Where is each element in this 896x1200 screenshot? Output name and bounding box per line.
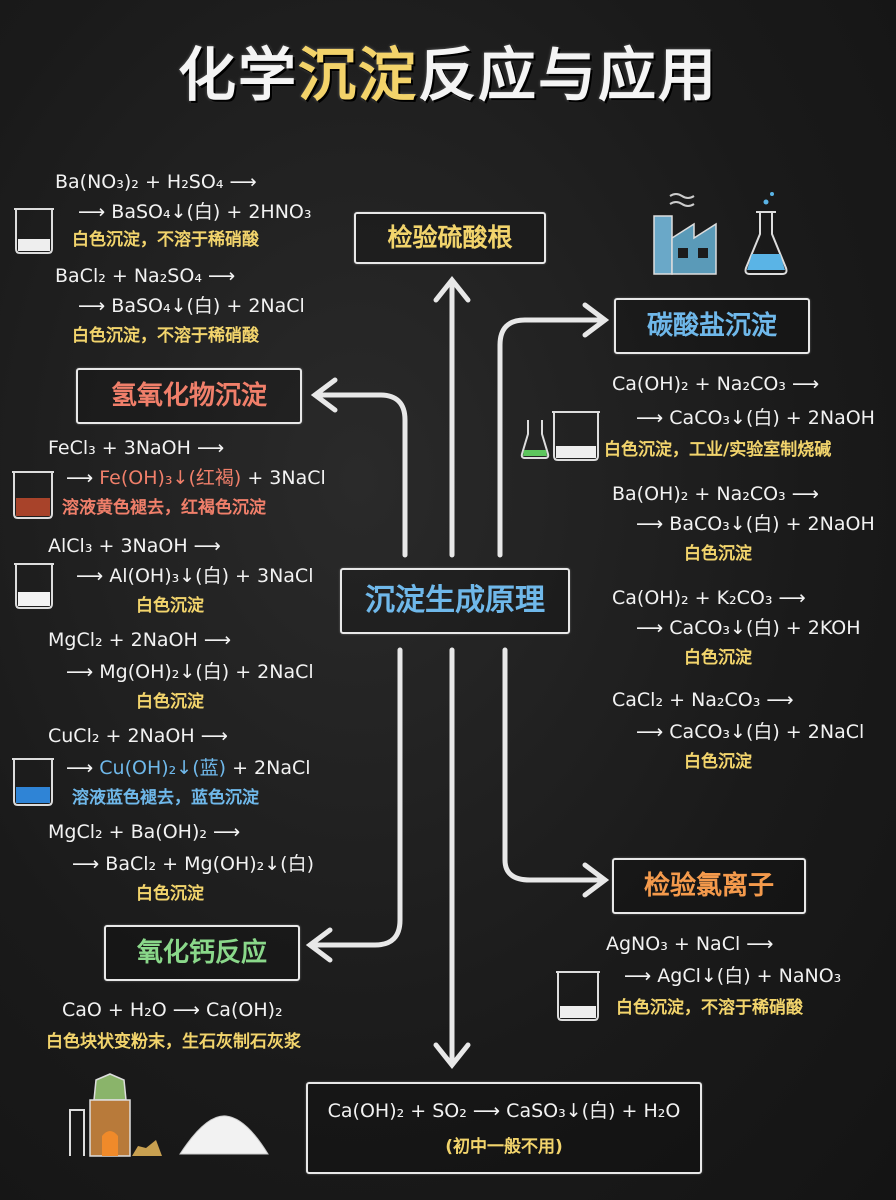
sulfate-eq2-line2: ⟶ BaSO₄↓(白) + 2NaCl bbox=[78, 295, 305, 317]
sulfate-eq1-note: 白色沉淀，不溶于稀硝酸 bbox=[72, 230, 259, 250]
title-part2: 反应与应用 bbox=[418, 41, 719, 109]
precipitation-principle-box: 沉淀生成原理 bbox=[340, 568, 570, 634]
mg-eq-line2: ⟶ Mg(OH)₂↓(白) + 2NaCl bbox=[66, 661, 314, 683]
cao-note: 白色块状变粉末，生石灰制石灰浆 bbox=[46, 1032, 301, 1052]
al-note: 白色沉淀 bbox=[136, 596, 204, 616]
beaker-icon bbox=[12, 758, 54, 806]
carbonate-eq3-line1: Ca(OH)₂ + K₂CO₃ ⟶ bbox=[612, 587, 806, 609]
chloride-test-box: 检验氯离子 bbox=[612, 858, 806, 914]
factory-icon bbox=[653, 192, 788, 275]
kiln-icon bbox=[69, 1073, 162, 1157]
arrow-to-carbonate bbox=[497, 317, 603, 558]
arrow-to-chloride bbox=[502, 647, 603, 883]
title-highlight: 沉淀 bbox=[297, 41, 418, 109]
arrow-to-cao bbox=[312, 647, 403, 948]
beaker-icon bbox=[14, 563, 54, 609]
carbonate-eq4-line1: CaCl₂ + Na₂CO₃ ⟶ bbox=[612, 689, 794, 711]
sulfite-note: (初中一般不用) bbox=[445, 1137, 563, 1157]
chloride-product: ⟶ AgCl↓(白) + NaNO₃ bbox=[624, 965, 842, 987]
arrow-to-hydroxide bbox=[317, 392, 408, 558]
mgba-note: 白色沉淀 bbox=[136, 884, 204, 904]
cu-byproduct: + 2NaCl bbox=[226, 757, 311, 779]
mgba-eq-line2: ⟶ BaCl₂ + Mg(OH)₂↓(白) bbox=[72, 853, 314, 875]
carbonate-eq3-note: 白色沉淀 bbox=[684, 648, 752, 668]
sulfate-eq1-line1: Ba(NO₃)₂ + H₂SO₄ ⟶ bbox=[55, 171, 257, 193]
chloride-eq-line2: ⟶ AgCl↓(白) + NaNO₃ bbox=[624, 962, 841, 990]
cu-product: Cu(OH)₂↓(蓝) bbox=[99, 757, 227, 779]
fe-product: Fe(OH)₃↓(红褐) bbox=[99, 467, 242, 489]
sulfite-reaction-box: Ca(OH)₂ + SO₂ ⟶ CaSO₃↓(白) + H₂O (初中一般不用) bbox=[306, 1082, 702, 1174]
flask-icon bbox=[520, 411, 600, 461]
carbonate-eq2-line2: ⟶ BaCO₃↓(白) + 2NaOH bbox=[636, 513, 875, 535]
mg-note: 白色沉淀 bbox=[136, 692, 204, 712]
mgba-eq-line1: MgCl₂ + Ba(OH)₂ ⟶ bbox=[48, 821, 241, 843]
carbonate-eq2-line1: Ba(OH)₂ + Na₂CO₃ ⟶ bbox=[612, 483, 819, 505]
chloride-note: 白色沉淀，不溶于稀硝酸 bbox=[616, 998, 803, 1018]
page-title: 化学沉淀反应与应用 bbox=[0, 28, 896, 112]
title-part1: 化学 bbox=[177, 41, 298, 109]
al-eq-line2: ⟶ Al(OH)₃↓(白) + 3NaCl bbox=[76, 565, 314, 587]
chloride-eq-line1: AgNO₃ + NaCl ⟶ bbox=[606, 933, 774, 955]
sulfate-eq2-note: 白色沉淀，不溶于稀硝酸 bbox=[72, 326, 259, 346]
carbonate-precipitate-box: 碳酸盐沉淀 bbox=[614, 298, 810, 354]
al-eq-line1: AlCl₃ + 3NaOH ⟶ bbox=[48, 535, 221, 557]
fe-note: 溶液黄色褪去，红褐色沉淀 bbox=[62, 498, 266, 518]
fe-eq-line2: ⟶ Fe(OH)₃↓(红褐) + 3NaCl bbox=[66, 464, 326, 492]
powder-pile-icon bbox=[179, 1115, 269, 1155]
carbonate-eq2-note: 白色沉淀 bbox=[684, 544, 752, 564]
fe-byproduct: + 3NaCl bbox=[241, 467, 326, 489]
beaker-icon bbox=[556, 971, 600, 1021]
carbonate-eq1-note: 白色沉淀，工业/实验室制烧碱 bbox=[604, 440, 832, 460]
calcium-oxide-box: 氧化钙反应 bbox=[104, 925, 300, 981]
carbonate-eq4-line2: ⟶ CaCO₃↓(白) + 2NaCl bbox=[636, 721, 865, 743]
arrowhead-sulfate bbox=[433, 275, 471, 303]
beaker-icon bbox=[14, 208, 54, 254]
fe-eq-line1: FeCl₃ + 3NaOH ⟶ bbox=[48, 437, 225, 459]
sulfite-eq: Ca(OH)₂ + SO₂ ⟶ CaSO₃↓(白) + H₂O bbox=[327, 1100, 681, 1122]
hydroxide-precipitate-box: 氢氧化物沉淀 bbox=[76, 368, 302, 424]
cu-arrow: ⟶ bbox=[66, 757, 100, 779]
fe-arrow: ⟶ bbox=[66, 467, 100, 489]
beaker-icon bbox=[12, 471, 54, 519]
carbonate-eq4-note: 白色沉淀 bbox=[684, 752, 752, 772]
carbonate-eq1-line2: ⟶ CaCO₃↓(白) + 2NaOH bbox=[636, 407, 875, 429]
cu-eq-line1: CuCl₂ + 2NaOH ⟶ bbox=[48, 725, 228, 747]
carbonate-eq1-line1: Ca(OH)₂ + Na₂CO₃ ⟶ bbox=[612, 373, 820, 395]
cu-eq-line2: ⟶ Cu(OH)₂↓(蓝) + 2NaCl bbox=[66, 754, 311, 782]
mg-eq-line1: MgCl₂ + 2NaOH ⟶ bbox=[48, 629, 232, 651]
cao-eq-line1: CaO + H₂O ⟶ Ca(OH)₂ bbox=[62, 999, 283, 1021]
sulfate-eq1-line2: ⟶ BaSO₄↓(白) + 2HNO₃ bbox=[78, 201, 312, 223]
cu-note: 溶液蓝色褪去，蓝色沉淀 bbox=[72, 788, 259, 808]
sulfate-eq2-line1: BaCl₂ + Na₂SO₄ ⟶ bbox=[55, 265, 236, 287]
carbonate-eq3-line2: ⟶ CaCO₃↓(白) + 2KOH bbox=[636, 617, 861, 639]
sulfate-test-box: 检验硫酸根 bbox=[354, 212, 546, 264]
